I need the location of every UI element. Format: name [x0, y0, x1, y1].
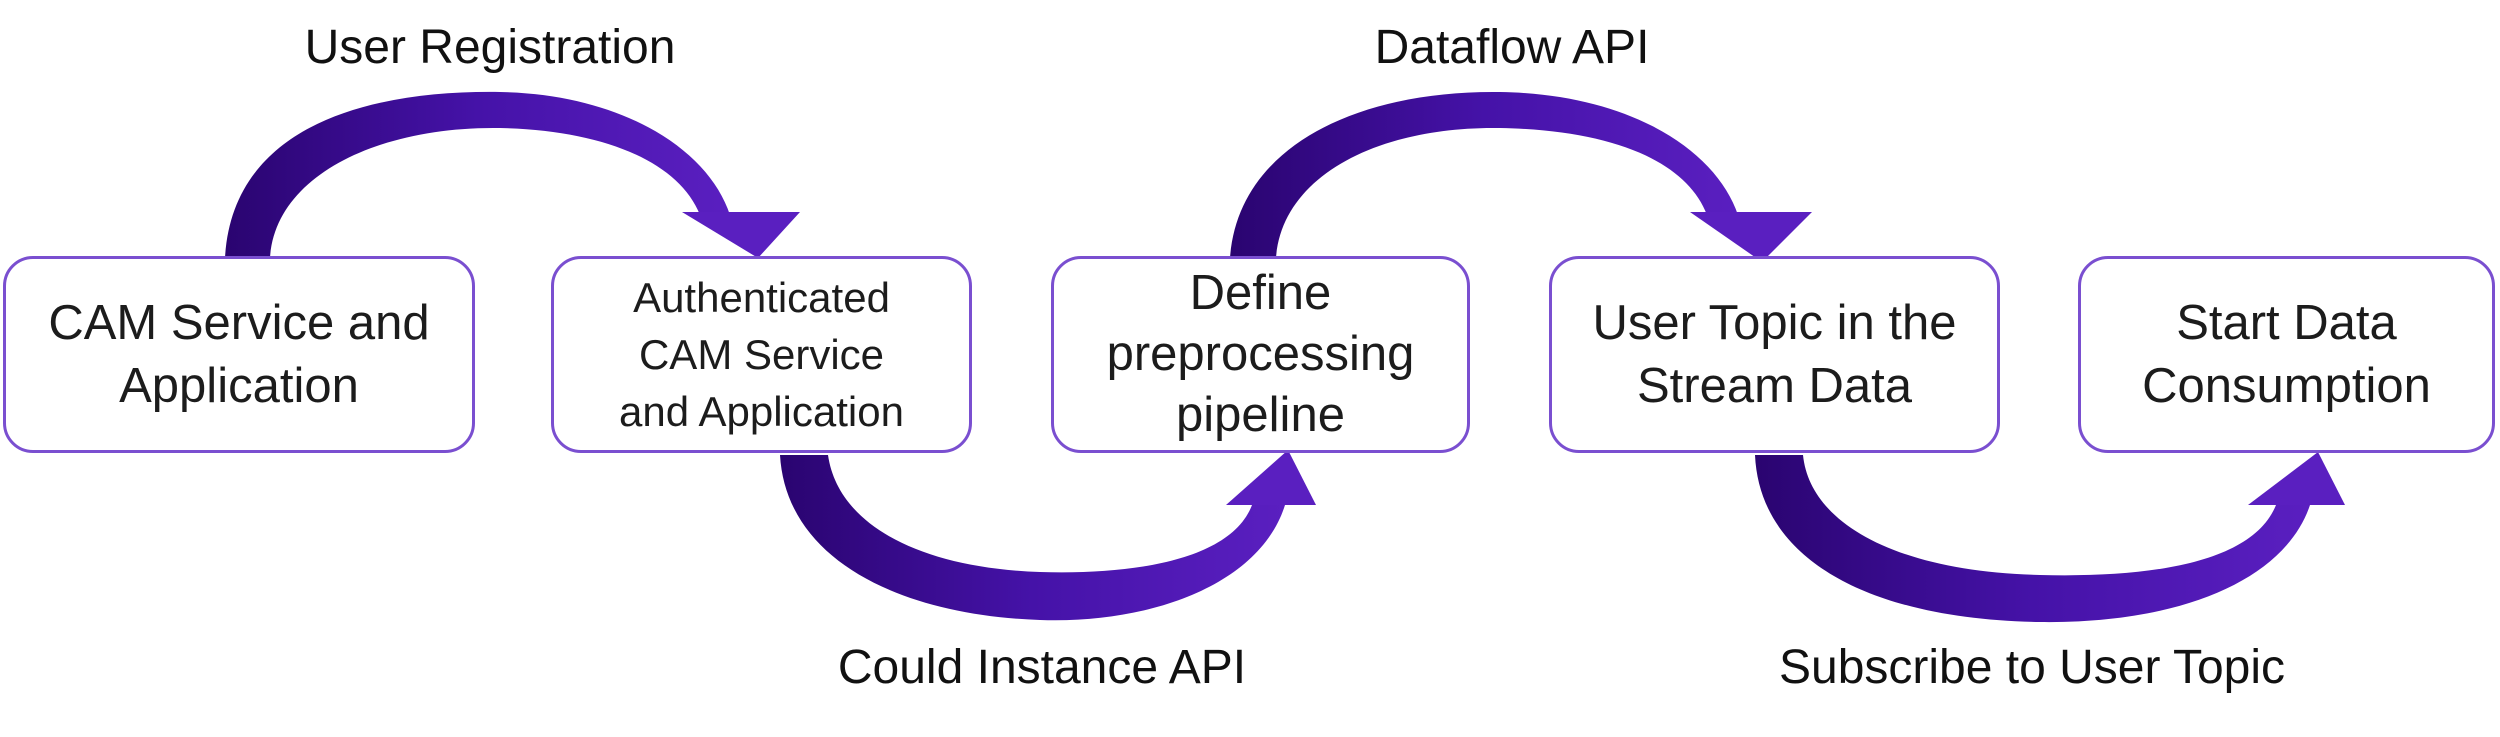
arrow-registration: [225, 91, 800, 258]
step-cam-service: CAM Service and Application: [3, 256, 475, 453]
arrow-dataflow: [1230, 91, 1812, 262]
step-label: CAM Service and Application: [48, 295, 430, 413]
step-label: User Topic in the Stream Data: [1592, 295, 1957, 413]
arrow-cloud-instance: [780, 450, 1316, 621]
step-label: Define preprocessing pipeline: [1106, 266, 1415, 442]
label-could-instance-api: Could Instance API: [837, 641, 1247, 694]
step-define-pipeline: Define preprocessing pipeline: [1051, 256, 1470, 453]
label-dataflow-api: Dataflow API: [1374, 21, 1650, 74]
label-subscribe-user-topic: Subscribe to User Topic: [1778, 641, 2286, 694]
step-label: Start Data Consumption: [2142, 295, 2431, 413]
step-label: Authenticated CAM Service and Applicatio…: [619, 274, 904, 435]
step-start-consumption: Start Data Consumption: [2078, 256, 2495, 453]
step-authenticated-cam: Authenticated CAM Service and Applicatio…: [551, 256, 972, 453]
label-user-registration: User Registration: [304, 21, 676, 74]
step-user-topic: User Topic in the Stream Data: [1549, 256, 2000, 453]
arrow-subscribe: [1755, 452, 2345, 623]
